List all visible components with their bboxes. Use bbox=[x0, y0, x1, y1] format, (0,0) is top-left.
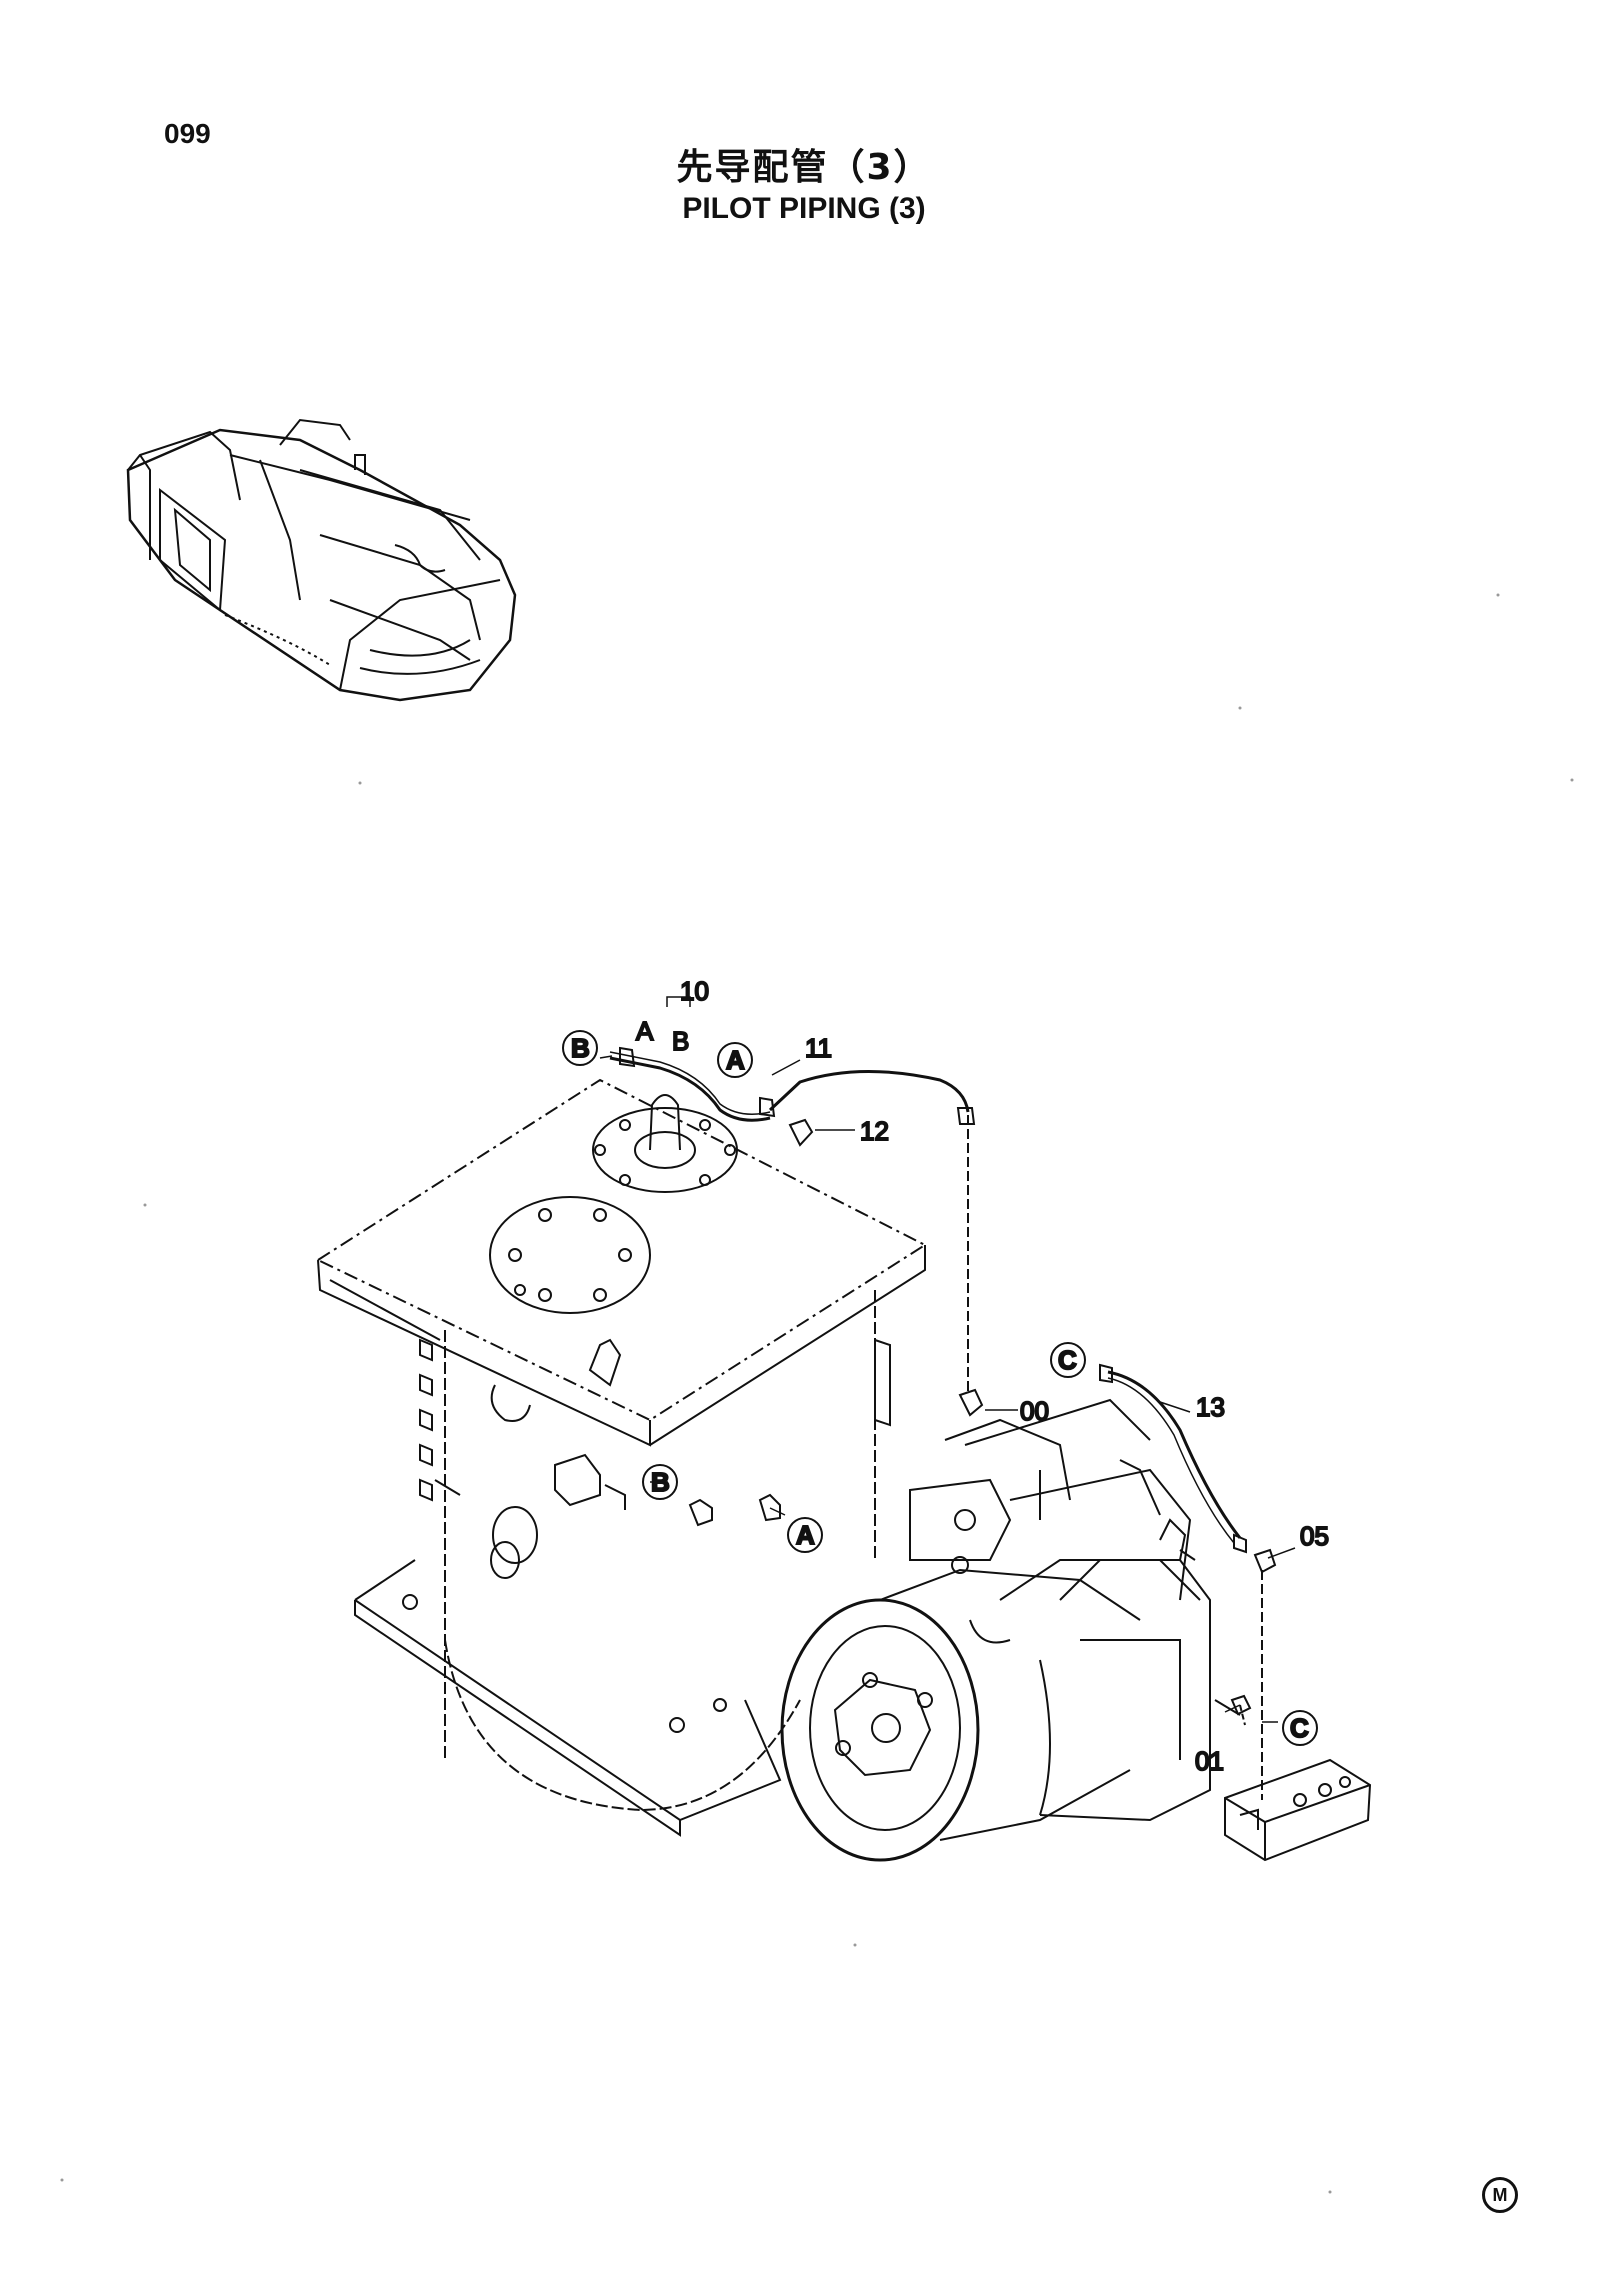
svg-text:B: B bbox=[651, 1467, 670, 1497]
brand-mark: M bbox=[1482, 2177, 1518, 2213]
excavator-thumbnail bbox=[126, 418, 517, 702]
fitting-05 bbox=[1253, 1548, 1277, 1574]
callout-12: 12 bbox=[860, 1116, 889, 1146]
fitting-00 bbox=[958, 1388, 984, 1417]
connector-a-top: A bbox=[717, 1042, 753, 1078]
connector-a-tank: A bbox=[787, 1517, 823, 1553]
callout-10-sub-b: B bbox=[672, 1026, 689, 1056]
page-title-chinese: 先导配管（3） bbox=[676, 147, 932, 188]
fitting-12 bbox=[788, 1118, 814, 1147]
connector-c-top: C bbox=[1050, 1342, 1086, 1378]
fittings bbox=[619, 1046, 1277, 1716]
connector-c-pump: C bbox=[1282, 1710, 1318, 1746]
callout-00: 00 bbox=[1020, 1396, 1049, 1426]
leader-lines bbox=[599, 996, 1296, 1723]
svg-text:C: C bbox=[1290, 1713, 1309, 1743]
svg-text:A: A bbox=[796, 1520, 815, 1550]
pilot-valve-block bbox=[1224, 1758, 1372, 1862]
callout-10-sub-a: A bbox=[636, 1016, 654, 1046]
callout-05: 05 bbox=[1300, 1521, 1329, 1551]
hydraulic-tank bbox=[315, 1078, 928, 1837]
callout-11: 11 bbox=[805, 1033, 832, 1063]
callout-13: 13 bbox=[1196, 1392, 1225, 1422]
pilot-hoses bbox=[609, 1051, 1263, 1800]
page-title-english: PILOT PIPING (3) bbox=[682, 192, 926, 225]
callout-10: 10 bbox=[680, 976, 709, 1006]
main-pump-assembly bbox=[780, 1398, 1211, 1862]
connector-b-tank: B bbox=[642, 1464, 678, 1500]
fitting-01 bbox=[1230, 1694, 1252, 1716]
svg-text:B: B bbox=[571, 1033, 590, 1063]
callout-01: 01 bbox=[1195, 1746, 1224, 1776]
scan-specks bbox=[60, 593, 1574, 2194]
svg-text:A: A bbox=[726, 1045, 745, 1075]
connector-b-top: B bbox=[562, 1030, 598, 1066]
page-number: 099 bbox=[164, 118, 211, 149]
svg-text:C: C bbox=[1058, 1345, 1077, 1375]
